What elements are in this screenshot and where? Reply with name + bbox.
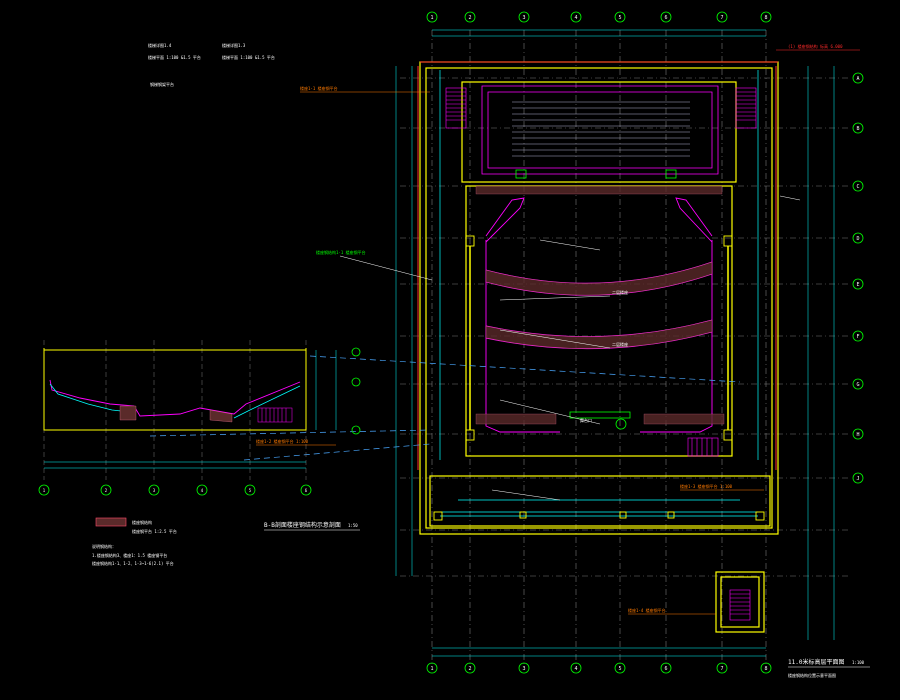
grid-label: A xyxy=(856,76,859,82)
section-drawing: 1 2 3 4 5 6 xyxy=(38,340,361,496)
grid-label: E xyxy=(856,282,859,288)
upper-seating-rows xyxy=(512,101,690,157)
columns xyxy=(433,235,765,521)
balcony-label: 二层楼座 xyxy=(612,341,628,347)
stairs xyxy=(445,87,757,621)
section-title: B-B剖面楼座钢结构示意剖面 xyxy=(264,521,341,529)
annotation-lower-orange: 楼座1-3 楼座钢平台 1:100 xyxy=(680,483,733,489)
legend-hatch-swatch xyxy=(95,517,127,527)
grid-label: 1 xyxy=(430,15,433,21)
stair-legend-line1: 楼梯详图1.4 xyxy=(148,42,172,48)
grid-label: C xyxy=(856,184,859,190)
annotations: 楼梯详图1.4 楼梯平面 1:100 &1.5 平台 楼梯详图1.3 楼梯平面 … xyxy=(92,42,870,678)
legend-note2: 楼座钢结构1-1、1-2、1-3~1-6(2.1) 平台 xyxy=(92,560,174,566)
balcony-label: 二层楼座 xyxy=(612,289,628,295)
grid-label: 1 xyxy=(430,666,433,672)
grid-label: 4 xyxy=(574,15,577,21)
grid-label: 8 xyxy=(764,15,767,21)
annotation-left-orange: 楼座1-1 楼座钢平台 xyxy=(300,85,338,91)
grid-label: 2 xyxy=(468,666,471,672)
grid-label: 6 xyxy=(664,666,667,672)
grid-label: 5 xyxy=(618,666,621,672)
section-grid-label: 4 xyxy=(201,488,204,493)
annotation-bottom-orange: 楼座1-4 楼座钢平台 xyxy=(628,607,666,613)
grid-label: F xyxy=(856,334,859,340)
cyan-inner xyxy=(439,70,759,517)
grid-label: 3 xyxy=(522,15,525,21)
plan-title: 11.0米标高层平面图 xyxy=(788,658,844,666)
legend-hatch-label: 楼座钢结构 xyxy=(132,519,152,525)
stair-legend-line3: 楼梯详图1.3 xyxy=(222,42,246,48)
red-outline xyxy=(417,61,778,470)
legend-notes-title: 说明钢结构： xyxy=(92,543,116,549)
section-grid-label: 5 xyxy=(249,488,252,493)
section-reference-lines xyxy=(149,355,741,461)
grid-label: 5 xyxy=(618,15,621,21)
grid-bubbles-right xyxy=(852,72,864,484)
annotation-top-red: (1) 楼座钢结构 标高 6.000 xyxy=(788,43,843,49)
stage-elements xyxy=(515,169,677,430)
plan-scale: 1:100 xyxy=(852,660,865,665)
leader-lines xyxy=(339,195,801,501)
section-scale: 1:50 xyxy=(348,523,358,528)
annotation-green-left: 楼座钢结构1-1 楼座钢平台 xyxy=(316,249,366,255)
grid-label: 7 xyxy=(720,666,723,672)
stair-legend-line2: 楼梯平面 1:100 &1.5 平台 xyxy=(148,54,201,60)
grid-label: 6 xyxy=(664,15,667,21)
grid-label: 8 xyxy=(764,666,767,672)
section-grid-label: 3 xyxy=(153,488,156,493)
grid-label: G xyxy=(856,382,859,388)
grid-labels-top: 1 2 3 4 5 6 7 8 1 2 3 4 5 6 7 8 xyxy=(430,15,767,672)
grid-label: J xyxy=(856,476,859,482)
balcony-hatch xyxy=(475,185,725,425)
section-grid-label: 6 xyxy=(305,488,308,493)
plan-subtitle: 楼座钢结构位置示意平面图 xyxy=(788,672,836,678)
stage-label: 舞台口 xyxy=(580,417,592,423)
legend-hatch-sub: 楼座钢平台 1:2.5 平台 xyxy=(132,528,177,534)
section-grid-label: 1 xyxy=(43,488,46,493)
grid-label: H xyxy=(856,432,859,438)
stair-legend-line4: 楼梯平面 1:100 &1.5 平台 xyxy=(222,54,275,60)
legend-note1: 1.楼座钢结构3、楼座1：1.5 楼座钢平台 xyxy=(92,552,167,558)
stair-legend-line5: 钢梯钢架平台 xyxy=(150,81,174,87)
grid-label: B xyxy=(856,126,859,132)
grid-labels-right: A B C D E F G H J xyxy=(856,76,859,482)
grid-label: 2 xyxy=(468,15,471,21)
grid-label: 7 xyxy=(720,15,723,21)
grid-bubbles-top xyxy=(426,11,772,674)
grid-label: D xyxy=(856,236,859,242)
section-grid-label: 2 xyxy=(105,488,108,493)
grid-label: 3 xyxy=(522,666,525,672)
auditorium-outline xyxy=(485,197,713,433)
upper-balcony xyxy=(481,85,719,175)
annotation-mid-orange: 楼座1-2 楼座钢平台 1:100 xyxy=(256,438,309,444)
dimension-lines xyxy=(395,29,835,657)
grid-label: 4 xyxy=(574,666,577,672)
